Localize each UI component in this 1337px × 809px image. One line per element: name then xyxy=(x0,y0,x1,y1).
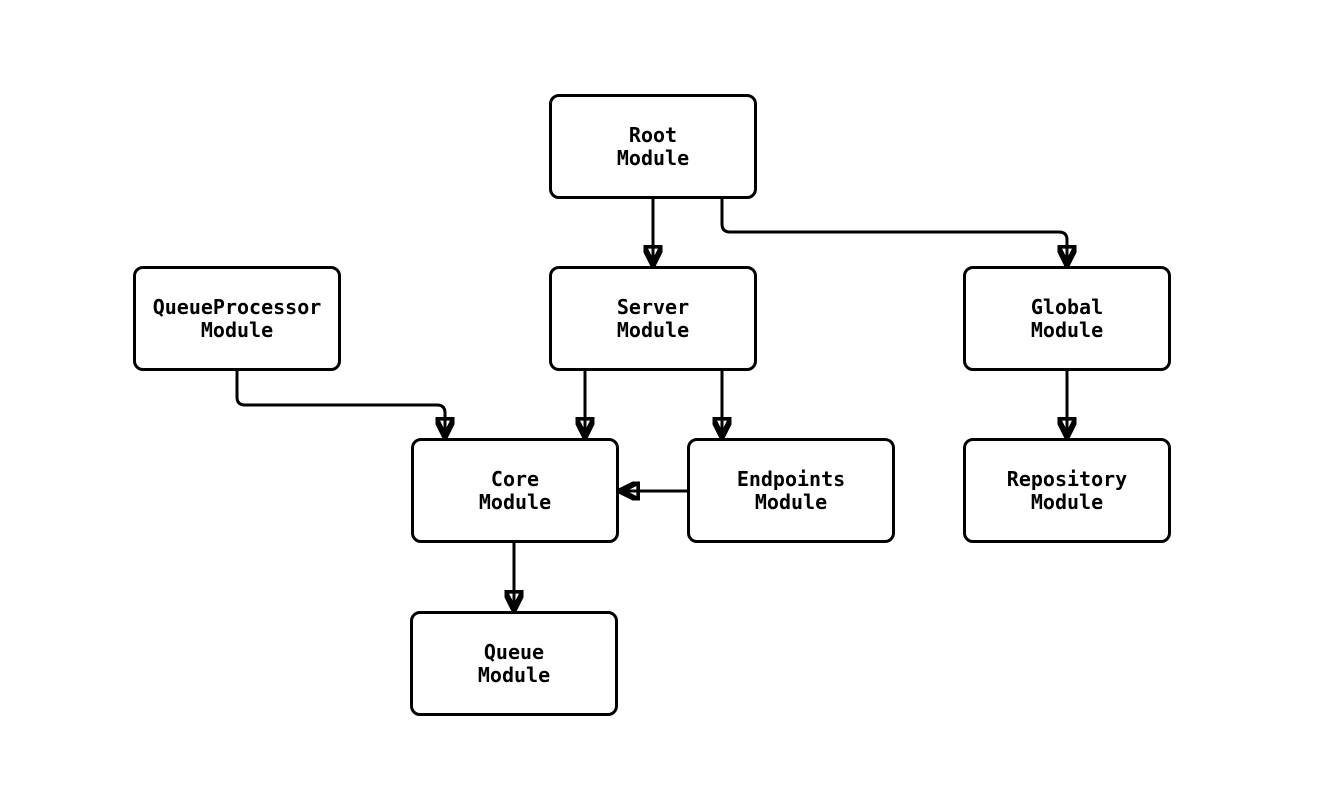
edge-root-to-global xyxy=(720,199,1067,264)
node-root-module: Root Module xyxy=(549,94,757,199)
node-label: Module xyxy=(616,317,690,342)
node-queue-module: Queue Module xyxy=(410,611,618,716)
node-label: Module xyxy=(1030,317,1104,342)
node-label: Module xyxy=(1030,489,1104,514)
node-label: Repository xyxy=(1006,466,1128,491)
node-server-module: Server Module xyxy=(549,266,757,371)
node-label: Root xyxy=(628,122,678,147)
node-global-module: Global Module xyxy=(963,266,1171,371)
node-label: Module xyxy=(200,317,274,342)
node-core-module: Core Module xyxy=(411,438,619,543)
node-label: Server xyxy=(616,294,690,319)
node-endpoints-module: Endpoints Module xyxy=(687,438,895,543)
node-label: Module xyxy=(754,489,828,514)
node-label: Queue xyxy=(483,639,545,664)
edge-queueprocessor-to-core xyxy=(235,371,445,436)
node-label: Module xyxy=(477,662,551,687)
node-label: QueueProcessor xyxy=(152,294,322,319)
node-repository-module: Repository Module xyxy=(963,438,1171,543)
node-label: Module xyxy=(616,145,690,170)
node-label: Module xyxy=(478,489,552,514)
node-queueprocessor-module: QueueProcessor Module xyxy=(133,266,341,371)
node-label: Global xyxy=(1030,294,1104,319)
node-label: Endpoints xyxy=(736,466,846,491)
node-label: Core xyxy=(490,466,540,491)
